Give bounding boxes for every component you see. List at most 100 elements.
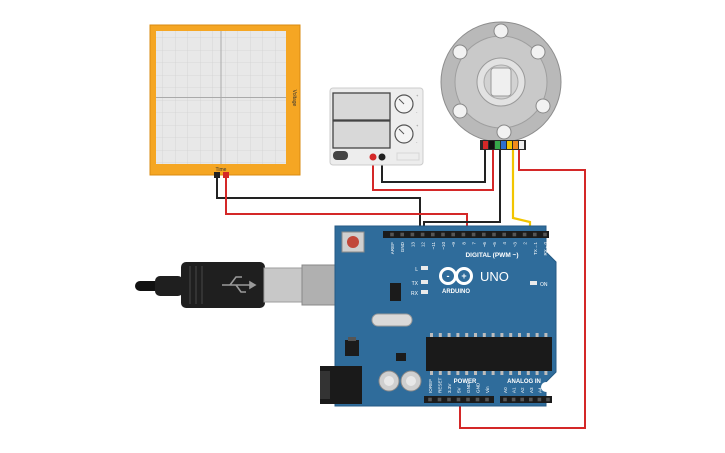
power-pin-hole[interactable] [437,397,442,402]
power-pin-hole[interactable] [447,397,451,402]
motor-connector-pin-orange[interactable] [513,141,518,149]
digital-pin-hole[interactable] [522,232,527,237]
digital-pin-label: ~10 [441,242,446,250]
digital-pin-label: 8 [461,242,466,245]
digital-pin-hole[interactable] [492,232,496,237]
wire-supply-neg[interactable] [381,150,486,183]
oscilloscope[interactable]: Voltage Time [149,24,301,178]
microcontroller-leg [518,371,521,375]
analog-header-label: ANALOG IN [507,379,541,385]
dc-motor[interactable] [440,21,562,150]
analog-pin-hole[interactable] [503,397,507,402]
microcontroller-leg [544,333,548,337]
power-pin-hole[interactable] [475,397,480,402]
wire-supply-pos[interactable] [372,150,494,191]
digital-pin-hole[interactable] [482,232,486,237]
wire-scope-probe[interactable] [225,176,468,235]
power-header-pins[interactable] [428,397,489,402]
analog-pin-hole[interactable] [537,397,542,402]
digital-pin-hole[interactable] [512,232,517,237]
power-pin-label: Vin [485,386,490,393]
wire-motor-gnd[interactable] [423,150,501,235]
oscilloscope-x-label: Time [216,167,227,173]
motor-connector-pin-yellow[interactable] [507,141,512,149]
power-pin-hole[interactable] [428,397,432,402]
analog-pin-hole[interactable] [546,397,550,402]
microcontroller-leg [491,371,495,375]
power-supply-label-plate [396,152,420,161]
motor-connector-pin-green[interactable] [495,141,500,149]
analog-pin-label: A4 [537,387,542,393]
digital-pin-hole[interactable] [502,232,506,237]
usb-interface-chip [390,283,401,301]
digital-pin-hole[interactable] [400,232,404,237]
motor-connector-pin-red[interactable] [483,141,488,149]
dc-power-jack-front [320,371,330,399]
digital-pin-hole[interactable] [420,232,425,237]
power-supply-display-bottom [332,120,391,149]
power-pin-label: 3.3V [447,383,452,393]
power-pin-label: IOREF [428,379,433,393]
microcontroller-leg [509,333,513,337]
capacitor-left-top [384,376,394,386]
analog-pin-hole[interactable] [529,397,533,402]
usb-trident-icon [222,276,257,293]
microcontroller-leg [430,371,433,375]
digital-header [383,231,549,238]
led-tx-label: TX [412,281,419,287]
usb-cable-strain-relief [155,276,183,296]
power-supply-terminal-neg[interactable] [378,153,386,161]
led-rx [421,290,428,294]
power-pin-hole[interactable] [456,397,461,402]
microcontroller-chip [426,337,552,371]
wire-scope-gnd[interactable] [216,176,421,235]
digital-pin-hole[interactable] [410,232,415,237]
microcontroller-leg [465,371,469,375]
power-pin-hole[interactable] [466,397,470,402]
analog-pin-hole[interactable] [511,397,516,402]
microcontroller-leg [491,333,495,337]
oscilloscope-terminal-probe[interactable] [223,172,229,178]
microcontroller-leg [544,371,548,375]
reset-button[interactable] [347,236,359,248]
digital-pin-hole[interactable] [471,232,476,237]
wire-motor-signal[interactable] [511,150,532,235]
digital-pin-label: RX←0 [543,242,548,256]
analog-pin-hole[interactable] [520,397,524,402]
digital-pin-label: TX→1 [533,242,538,255]
digital-pin-hole[interactable] [441,232,445,237]
motor-connector-pin-blue[interactable] [501,141,506,149]
digital-header-label: DIGITAL (PWM ~) [465,252,518,259]
digital-pin-hole[interactable] [533,232,537,237]
power-supply-terminal-pos[interactable] [369,153,377,161]
microcontroller-leg [447,371,451,375]
led-l [421,266,428,270]
microcontroller-leg [447,333,451,337]
arduino-logo-plus: + [461,271,466,281]
oscilloscope-terminal-gnd[interactable] [214,172,220,178]
digital-pin-hole[interactable] [390,232,394,237]
power-supply-switch[interactable] [333,151,348,160]
analog-header [500,396,552,403]
microcontroller-leg [509,371,513,375]
motor-shaft[interactable] [490,67,512,97]
wire-motor-power[interactable] [459,150,586,429]
digital-pin-label: 13 [410,242,415,248]
digital-pin-hole[interactable] [461,232,466,237]
power-pin-hole[interactable] [485,397,489,402]
digital-pin-hole[interactable] [431,232,435,237]
digital-pin-hole[interactable] [543,232,547,237]
microcontroller-leg [500,333,504,337]
motor-connector-pin-black[interactable] [489,141,494,149]
digital-pin-hole[interactable] [451,232,455,237]
power-pin-label: RESET [438,377,443,393]
mounting-hole-right [541,382,551,392]
usb-cable[interactable] [135,262,347,308]
motor-connector-pin-white[interactable] [519,141,524,149]
analog-header-pins[interactable] [503,397,550,402]
motor-mount-hole-left [452,44,468,60]
power-supply[interactable]: + - + - [329,87,424,166]
digital-header-pins[interactable] [390,232,547,237]
